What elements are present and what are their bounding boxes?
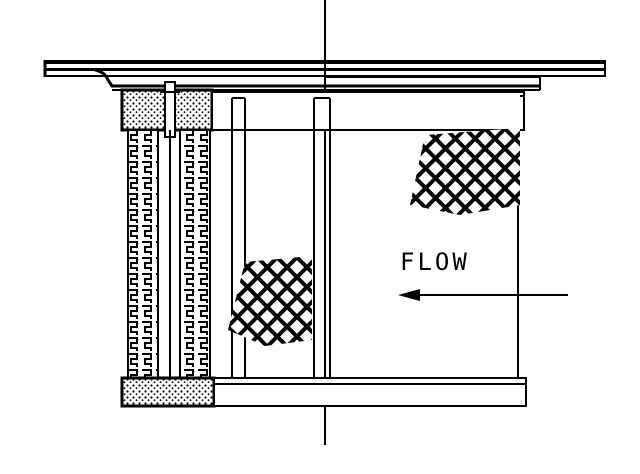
- bottom-end-cap: [120, 376, 527, 408]
- support-mesh: [228, 128, 520, 346]
- pleated-filter-media: [127, 129, 211, 379]
- arrow-left-icon: [398, 289, 568, 301]
- flow-label: FLOW: [400, 248, 470, 276]
- top-end-cap: [120, 81, 525, 138]
- top-flange: [43, 60, 606, 91]
